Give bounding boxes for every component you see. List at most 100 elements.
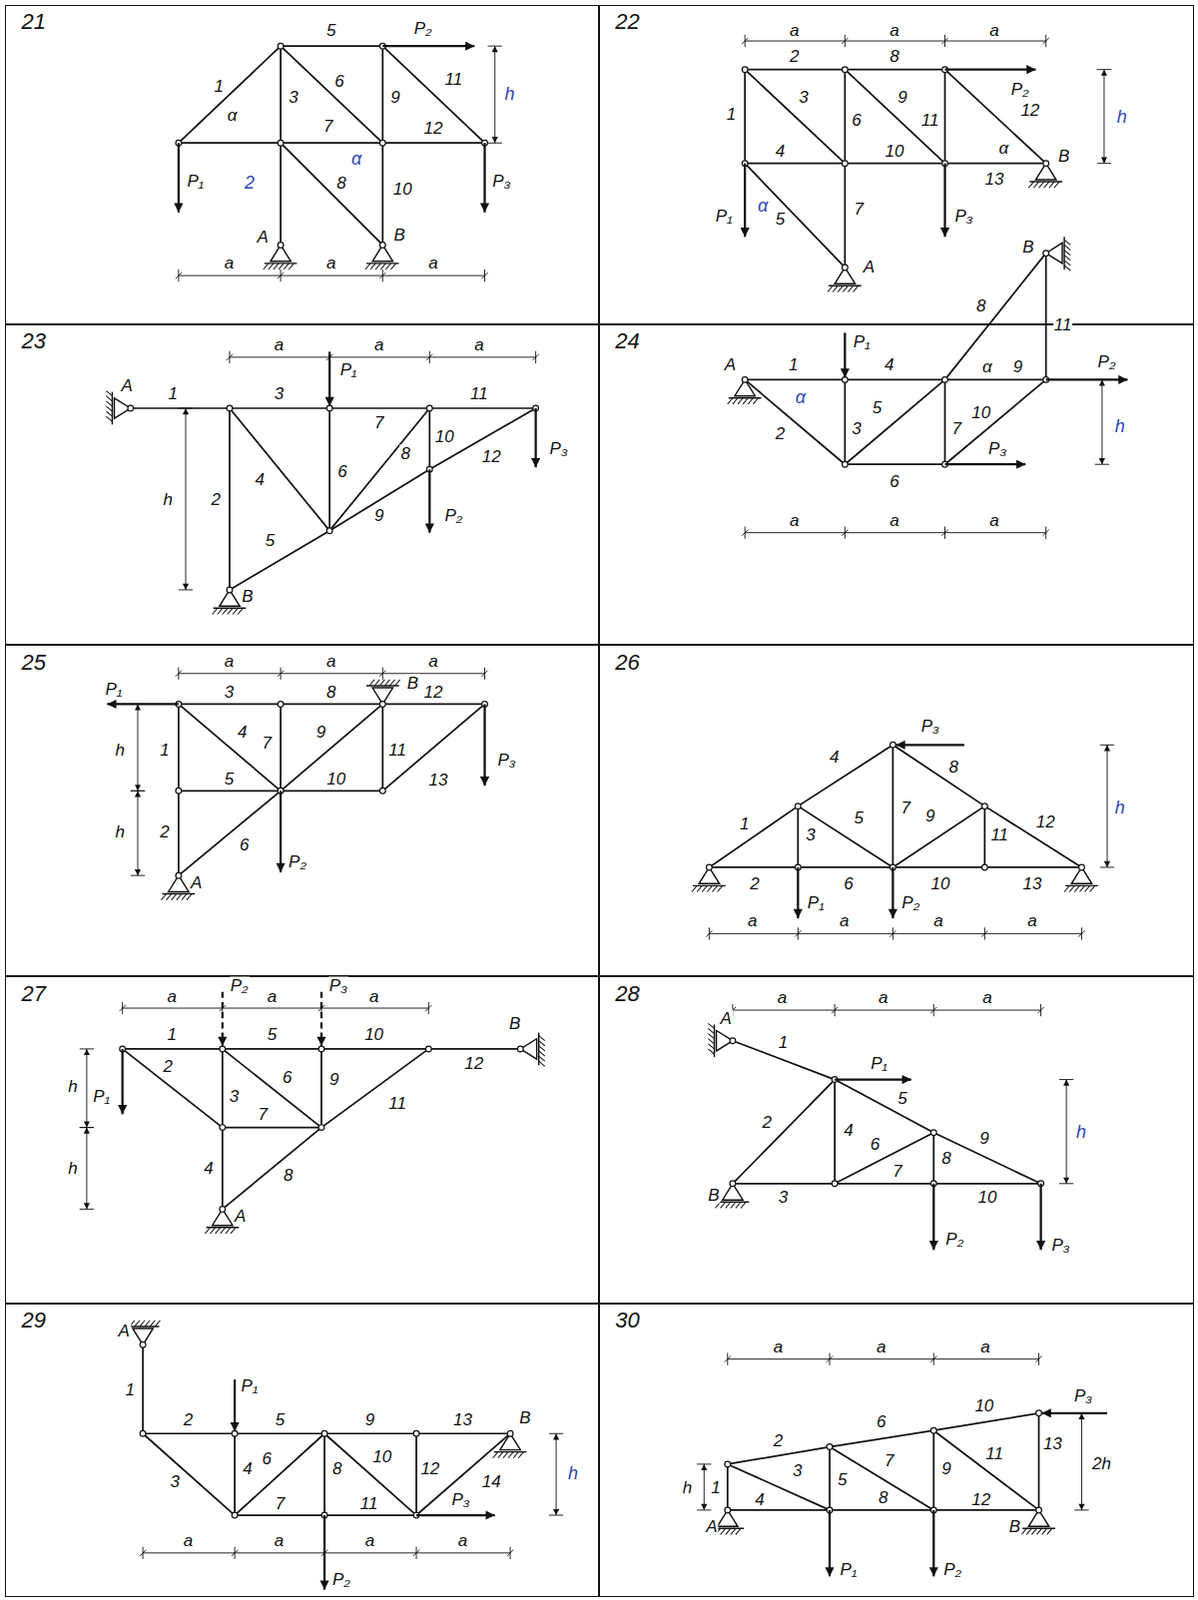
truss-label: 5 [325, 21, 337, 39]
load-arrow [121, 1049, 124, 1115]
truss-label: P₁ [852, 332, 872, 350]
truss-label: P₁ [839, 1560, 859, 1578]
truss-joint [841, 264, 848, 271]
truss-label: a [788, 21, 800, 39]
truss-label: 11 [469, 385, 490, 403]
truss-member [743, 69, 746, 164]
load-arrow [1046, 378, 1129, 381]
truss-member [233, 1433, 236, 1516]
truss-member [984, 866, 1082, 869]
truss-label: 3 [777, 1189, 789, 1206]
truss-label: 6 [261, 1450, 273, 1468]
truss-label: 12 [422, 682, 444, 700]
truss-member [222, 1127, 322, 1130]
truss-label: 4 [202, 1159, 214, 1177]
truss-joint [982, 803, 989, 810]
pin-support [827, 267, 862, 293]
truss-label: P₃ [450, 1491, 471, 1509]
truss-panel: 23AaP₁aa1311746108P₃h12259P₂B [4, 324, 599, 645]
panel-number: 25 [19, 651, 46, 674]
truss-panel: 26P₃478h135911122P₁6P₂1013aaaa [599, 644, 1195, 977]
truss-joint [219, 1046, 226, 1053]
truss-label: 7 [322, 117, 334, 135]
truss-label: a [182, 1531, 194, 1549]
truss-label: 2 [182, 1411, 194, 1429]
truss-member [732, 1080, 835, 1185]
truss-member [279, 703, 282, 791]
truss-label: 7 [256, 1105, 268, 1123]
truss-member [984, 806, 1082, 868]
truss-label: 7 [891, 1162, 903, 1180]
truss-label: B [706, 1187, 720, 1204]
truss-label: 1 [213, 77, 225, 95]
dimension-line [1097, 69, 1112, 164]
truss-member [178, 790, 281, 876]
truss-label: 3 [287, 87, 299, 105]
truss-label: 11 [387, 740, 408, 758]
truss-member [279, 45, 282, 143]
truss-member [892, 866, 985, 869]
load-arrow [483, 703, 486, 786]
truss-label: 11 [984, 1445, 1005, 1463]
dimension-line [696, 1464, 711, 1511]
truss-member [382, 703, 485, 706]
dimension-line [705, 927, 1085, 940]
truss-joint [139, 1341, 146, 1348]
truss-label: 11 [359, 1495, 380, 1513]
truss-member [234, 1433, 325, 1516]
truss-member [844, 162, 945, 165]
truss-joint [175, 787, 182, 794]
truss-label: α [997, 138, 1010, 156]
truss-member [844, 69, 945, 164]
truss-member [381, 45, 384, 143]
dimension-line [741, 527, 1050, 540]
truss-member [382, 45, 485, 143]
truss-member [843, 379, 846, 465]
truss-label: P₂ [900, 894, 921, 912]
truss-label: 10 [973, 1397, 995, 1415]
truss-label: 8 [947, 758, 959, 776]
handwritten-note: α [756, 196, 769, 215]
truss-label: P₃ [1073, 1386, 1094, 1404]
truss-label: 1 [787, 356, 799, 374]
load-arrow [943, 163, 946, 238]
truss-label: 10 [363, 1025, 385, 1043]
truss-member [178, 45, 281, 143]
truss-label: B [1057, 146, 1071, 164]
truss-member [428, 1048, 521, 1051]
truss-label: 4 [241, 1460, 253, 1478]
pin-support [707, 1023, 733, 1058]
truss-joint [379, 139, 386, 146]
handwritten-note: h [504, 84, 517, 103]
truss-joint [219, 1206, 226, 1213]
truss-label: P₂ [413, 19, 434, 37]
dimension-line [488, 45, 503, 143]
load-arrow [106, 702, 179, 705]
truss-label: 6 [281, 1068, 293, 1086]
truss-label: P₂ [1010, 80, 1031, 98]
truss-label: 7 [261, 733, 273, 751]
truss-member [381, 142, 384, 245]
truss-member [727, 1509, 830, 1512]
truss-joint [277, 242, 284, 249]
load-arrow [382, 44, 475, 47]
truss-figure [741, 34, 1112, 293]
truss-member [944, 69, 947, 164]
truss-joint [231, 1430, 238, 1437]
truss-label: 9 [389, 87, 401, 105]
dimension-line [79, 1128, 94, 1210]
truss-joint [724, 1507, 731, 1514]
truss-label: P₁ [104, 680, 124, 698]
truss-joint [841, 160, 848, 167]
pin-support [366, 679, 401, 705]
truss-member [228, 408, 231, 591]
pin-support [691, 867, 726, 893]
truss-member [726, 1464, 729, 1511]
truss-label: P₂ [942, 1560, 963, 1578]
truss-member [727, 1464, 830, 1511]
truss-label: 4 [753, 1491, 765, 1509]
load-arrow [796, 867, 799, 919]
truss-label: 9 [373, 506, 385, 524]
load-arrow [1042, 1412, 1108, 1415]
pin-support [1028, 163, 1063, 189]
